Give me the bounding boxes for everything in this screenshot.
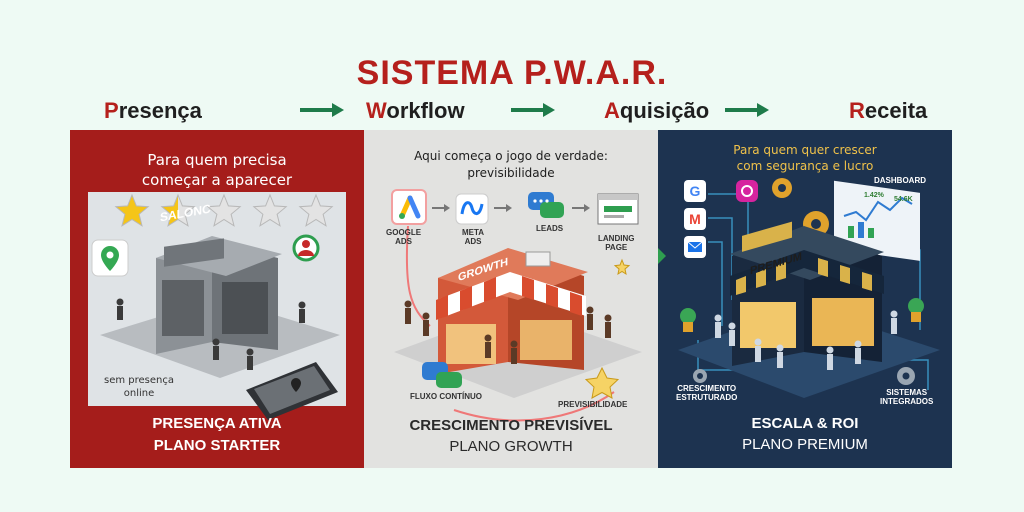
dash-value-1: 1.42%	[864, 192, 884, 199]
step-receita: Receita	[849, 98, 928, 123]
step-presenca: Presença	[104, 98, 202, 123]
label-predict: PREVISIBILIDADE	[558, 400, 628, 409]
gear-icon	[897, 367, 915, 385]
step-aquisicao: Aquisição	[604, 98, 710, 123]
svg-text:M: M	[689, 211, 701, 227]
label-dashboard: DASHBOARD	[874, 176, 926, 185]
dash-value-2: 54.6K	[894, 196, 913, 203]
gear-icon	[693, 369, 707, 383]
chat-bubble-icon	[528, 192, 564, 218]
panel-workflow: Aqui começa o jogo de verdade:previsibil…	[364, 130, 658, 468]
store-illustration	[88, 192, 346, 420]
arrow-right-icon	[511, 103, 555, 117]
user-icon	[292, 234, 320, 262]
page-title: SISTEMA P.W.A.R.	[356, 54, 668, 92]
chat-bubble-icon	[422, 362, 462, 388]
star-icon	[584, 366, 620, 399]
instagram-icon	[736, 180, 758, 202]
star-icon	[160, 193, 196, 227]
mail-icon	[684, 236, 706, 258]
star-icon	[206, 193, 242, 227]
gmail-icon: M	[684, 208, 706, 230]
dashboard-chart	[834, 180, 920, 261]
star-icon	[298, 193, 334, 227]
google-ads-icon	[391, 189, 427, 225]
star-icon	[114, 193, 150, 227]
google-icon: G	[684, 180, 706, 202]
map-pin-icon	[91, 239, 129, 277]
label-flow: FLUXO CONTÍNUO	[410, 392, 482, 401]
label-leads: LEADS	[536, 224, 564, 233]
landing-page-icon	[597, 193, 639, 225]
star-icon	[252, 193, 288, 227]
svg-text:G: G	[690, 183, 701, 199]
rating-stars	[114, 193, 334, 227]
growth-illustration	[391, 189, 642, 422]
step-workflow: Workflow	[366, 98, 465, 123]
phone-icon	[246, 362, 338, 420]
meta-icon	[455, 193, 489, 225]
arrow-right-icon	[300, 103, 344, 117]
plant-icon	[680, 308, 696, 332]
premium-illustration: G M	[658, 178, 940, 398]
plant-icon	[908, 298, 924, 322]
arrow-right-icon	[725, 103, 769, 117]
panel2-intro: Aqui começa o jogo de verdade:previsibil…	[414, 149, 608, 180]
